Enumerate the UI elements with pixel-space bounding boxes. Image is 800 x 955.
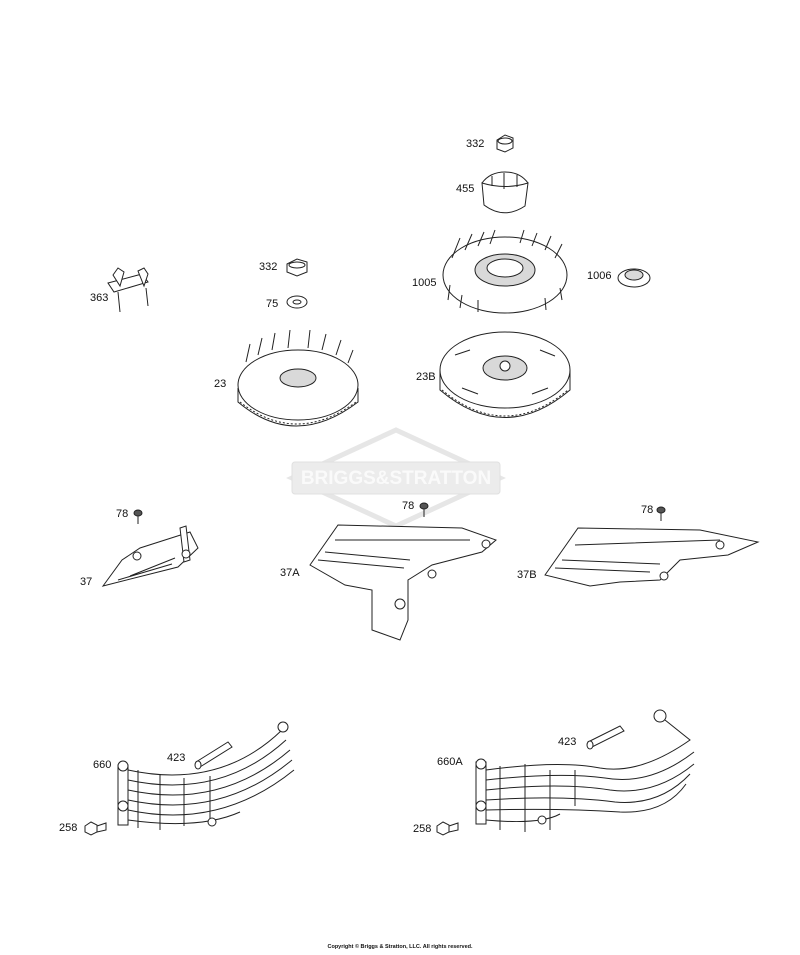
- callout-1006: 1006: [587, 270, 612, 282]
- copyright-notice: Copyright © Briggs & Stratton, LLC. All …: [327, 944, 473, 950]
- washer-75: [286, 295, 308, 309]
- callout-37: 37: [80, 576, 93, 588]
- screw-78-right: [656, 506, 666, 521]
- shield-37: [101, 525, 199, 587]
- callout-258-left: 258: [59, 822, 78, 834]
- screw-78-left: [133, 509, 143, 524]
- guard-660A: [475, 709, 695, 832]
- nut-332-top: [496, 134, 514, 153]
- flywheel-23B: [439, 331, 571, 418]
- callout-1005: 1005: [412, 277, 437, 289]
- callout-423-right: 423: [558, 736, 577, 748]
- callout-78-right: 78: [641, 504, 654, 516]
- cap-1006: [617, 268, 651, 288]
- bolt-258-right: [436, 821, 459, 836]
- callout-660A: 660A: [437, 756, 463, 768]
- watermark-logo: BRIGGS&STRATTON: [286, 427, 506, 529]
- callout-37A: 37A: [280, 567, 300, 579]
- callout-423-left: 423: [167, 752, 186, 764]
- guard-660: [117, 721, 295, 830]
- callout-332-mid: 332: [259, 261, 278, 273]
- screw-78-mid: [419, 502, 429, 517]
- cup-455: [481, 171, 529, 214]
- callout-258-right: 258: [413, 823, 432, 835]
- callout-363: 363: [90, 292, 109, 304]
- flywheel-23: [237, 329, 359, 427]
- callout-78-left: 78: [116, 508, 129, 520]
- callout-455: 455: [456, 183, 475, 195]
- bolt-258-left: [84, 821, 107, 836]
- fan-1005: [442, 229, 568, 314]
- nut-332-mid: [286, 258, 308, 277]
- shield-37A: [309, 524, 497, 641]
- callout-332-top: 332: [466, 138, 485, 150]
- callout-660: 660: [93, 759, 112, 771]
- shield-37B: [544, 527, 760, 587]
- watermark-text: BRIGGS&STRATTON: [301, 468, 491, 489]
- pin-423-right: [586, 725, 625, 750]
- callout-23B: 23B: [416, 371, 436, 383]
- callout-75: 75: [266, 298, 279, 310]
- pin-423-left: [194, 741, 233, 770]
- callout-78-mid: 78: [402, 500, 415, 512]
- callout-37B: 37B: [517, 569, 537, 581]
- callout-23: 23: [214, 378, 227, 390]
- bracket-363: [107, 267, 149, 313]
